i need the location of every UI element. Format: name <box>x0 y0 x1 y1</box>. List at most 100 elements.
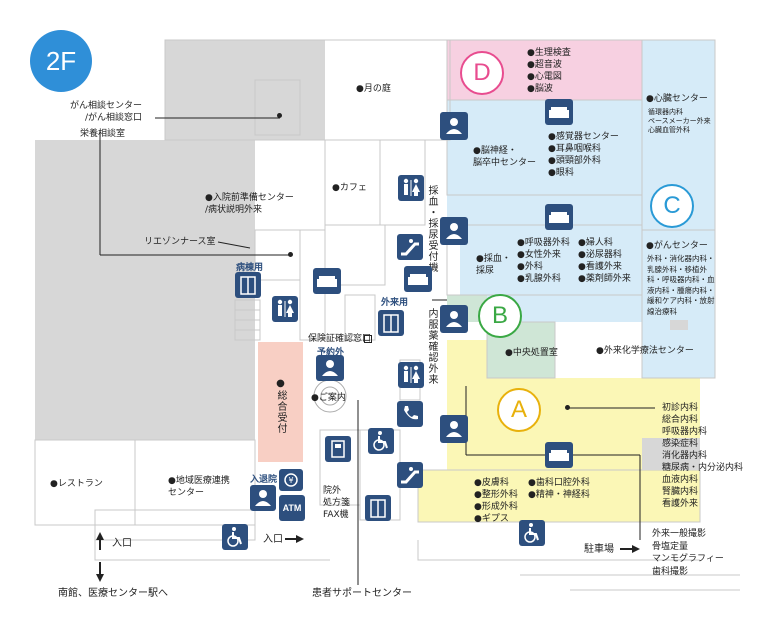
respiratory-list-2: ●婦人科 ●泌尿器科 ●看護外来 ●薬剤師外来 <box>578 237 631 285</box>
wheelchair-icon <box>368 428 394 454</box>
wheelchair-icon <box>519 520 545 546</box>
list-item: ●乳腺外科 <box>517 274 561 284</box>
list-item: ●看護外来 <box>578 262 622 272</box>
list-item: ●外科 <box>517 262 543 272</box>
restroom-icon <box>272 296 298 322</box>
list-item: 総合内科 <box>662 415 699 425</box>
yoyaku-label: 予約外 <box>317 348 345 358</box>
noushinkei-label: ●脳神経・ 脳卒中センター <box>473 146 537 168</box>
list-item: マンモグラフィー <box>652 554 724 564</box>
atm-label: ATM <box>282 503 302 513</box>
saiketsu-kiosk-label: 採血・採尿受付機 <box>426 185 437 273</box>
zone-d-letter: D <box>473 59 491 86</box>
yen-icon: ¥ <box>279 469 303 491</box>
escalator-icon <box>397 462 423 488</box>
sofa-icon <box>545 99 573 125</box>
person-icon <box>440 415 468 443</box>
saiketsu-sainyo-label: ●採血・ 採尿 <box>476 254 511 276</box>
person-icon <box>440 112 468 140</box>
cafe-label: ●カフェ <box>332 183 367 193</box>
list-item: 歯科撮影 <box>652 566 689 577</box>
gan-center-sub-label: 外科・消化器内科・ 乳腺外科・移植外 科・呼吸器内科・血 液内科・腫瘍内科・ 緩… <box>647 254 715 316</box>
gan-soudan-dot <box>277 113 282 118</box>
list-item: ●ギプス <box>474 514 509 524</box>
zone-c-area <box>447 40 715 378</box>
list-item: ●皮膚科 <box>474 478 509 488</box>
iriguchi-center-label: 入口 <box>263 534 283 545</box>
patient-support-label: 患者サポートセンター <box>312 588 412 599</box>
wheelchair-icon <box>222 524 248 550</box>
list-item: ●婦人科 <box>578 238 613 248</box>
restroom-icon <box>398 175 424 201</box>
gray-area-left <box>35 140 255 440</box>
list-item: ●泌尿器科 <box>578 250 622 260</box>
naifuku-label: 内服薬確認外来 <box>426 308 437 385</box>
list-item: ●眼科 <box>548 168 574 178</box>
person-icon <box>440 305 468 333</box>
person-icon <box>316 355 344 381</box>
list-item: ●歯科口腔外科 <box>528 478 590 488</box>
list-item: 外来一般撮影 <box>652 529 707 539</box>
gray-area <box>165 40 325 230</box>
sofa-icon <box>404 266 432 292</box>
zone-a-letter: A <box>510 396 527 423</box>
list-item: ●呼吸器外科 <box>517 238 570 248</box>
respiratory-list-1: ●呼吸器外科 ●女性外来 ●外科 ●乳腺外科 <box>517 237 570 285</box>
zone-d-list: ●生理検査 ●超音波 ●心電図 ●脳波 <box>527 47 571 95</box>
restroom-icon <box>398 362 424 388</box>
parking-label: 駐車場 <box>584 544 614 555</box>
shinzo-sub-label: 循環器内科 ペースメーカー外来 心臓血管外科 <box>648 108 711 134</box>
liaison-label: リエゾンナース室 <box>144 237 216 247</box>
fax-label: 院外 処方箋 FAX機 <box>323 486 351 520</box>
list-item: ●頭頸部外科 <box>548 156 601 166</box>
iriguchi-left-label: 入口 <box>112 538 132 549</box>
elevator-icon <box>378 310 404 336</box>
goannai-label: ●ご案内 <box>311 393 346 403</box>
sofa-icon <box>545 442 573 468</box>
zone-c-marker: C <box>650 184 694 228</box>
escalator-icon <box>397 234 423 260</box>
floor-label: 2F <box>45 45 77 76</box>
tsuki-no-niwa-label: ●月の庭 <box>356 84 391 94</box>
floor-badge: 2F <box>30 30 92 92</box>
gairai-kagaku-label: ●外来化学療法センター <box>596 346 694 356</box>
zone-a-list: 初診内科 総合内科 呼吸器内科 感染症科 消化器内科 糖尿病・内分泌内科 血液内… <box>662 402 743 510</box>
gairai-label: 外来用 <box>381 298 409 308</box>
list-item: 感染症科 <box>662 439 699 449</box>
fax-machine-icon <box>325 436 351 462</box>
sensory-list: ●感覚器センター ●耳鼻咽喉科 ●頭頸部外科 ●眼科 <box>548 131 619 179</box>
list-item: ●脳波 <box>527 84 553 94</box>
list-item: 糖尿病・内分泌内科 <box>662 463 744 473</box>
list-item: ●感覚器センター <box>548 132 619 142</box>
sougou-uketsuke-label: ●総合受付 <box>275 378 286 434</box>
elevator-icon <box>235 272 261 298</box>
zone-a-dot <box>565 405 570 410</box>
south-wing-label: 南館、医療センター駅へ <box>58 588 168 599</box>
list-item: ●耳鼻咽喉科 <box>548 144 601 154</box>
list-item: 初診内科 <box>662 403 699 413</box>
sofa-icon <box>545 204 573 230</box>
person-icon <box>250 485 276 511</box>
list-item: 看護外来 <box>662 499 699 509</box>
gan-center-label: ●がんセンター <box>646 241 708 251</box>
list-item: ●薬剤師外来 <box>578 274 631 284</box>
hoken-box <box>364 335 372 343</box>
svg-text:¥: ¥ <box>288 476 293 485</box>
chiiki-label: ●地域医療連携 センター <box>168 476 230 498</box>
chuo-shochi-label: ●中央処置室 <box>505 348 558 358</box>
shinzo-label: ●心臓センター <box>646 94 708 104</box>
list-item: ●精神・神経科 <box>528 490 590 500</box>
person-icon <box>440 217 468 245</box>
list-item: ●形成外科 <box>474 502 518 512</box>
list-item: ●女性外来 <box>517 250 561 260</box>
zone-c-letter: C <box>663 192 681 219</box>
list-item: ●整形外科 <box>474 490 518 500</box>
zone-a-area <box>418 340 700 522</box>
list-item: 血液内科 <box>662 475 699 485</box>
zone-d-marker: D <box>460 51 504 95</box>
restaurant-label: ●レストラン <box>50 479 103 489</box>
reception-area <box>258 342 303 462</box>
eiyou-label: 栄養相談室 <box>80 129 126 139</box>
byoto-label: 病棟用 <box>236 263 264 273</box>
